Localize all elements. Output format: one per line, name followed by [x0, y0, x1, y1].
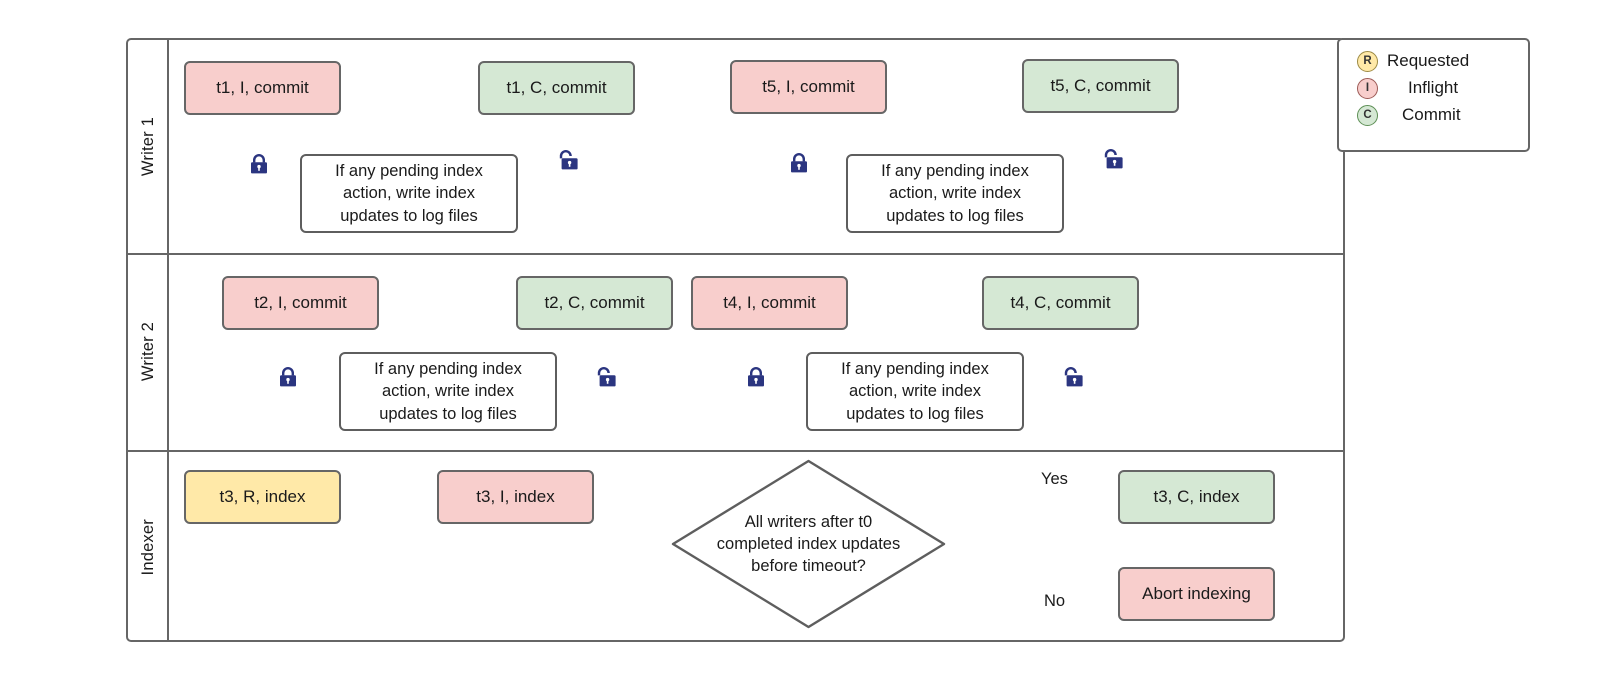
legend-item-requested: R Requested	[1357, 48, 1528, 74]
decision-text: All writers after t0 completed index upd…	[671, 459, 946, 629]
process-line-1: If any pending index	[881, 161, 1029, 180]
decision-line-1: All writers after t0	[744, 512, 873, 531]
process-line-2: action, write index	[888, 184, 1022, 203]
process-line-1: If any pending index	[335, 161, 483, 180]
decision-line-3: before timeout?	[751, 557, 866, 576]
process-line-1: If any pending index	[374, 359, 522, 378]
node-ix-t3-requested[interactable]: t3, R, index	[184, 470, 341, 524]
node-w2-t2-inflight[interactable]: t2, I, commit	[222, 276, 379, 330]
node-w1-process-2[interactable]: If any pending index action, write index…	[846, 154, 1064, 233]
legend-item-inflight: I Inflight	[1357, 75, 1528, 101]
node-w1-t5-commit[interactable]: t5, C, commit	[1022, 59, 1179, 113]
lock-closed-icon	[788, 152, 810, 174]
lock-closed-icon	[745, 366, 767, 388]
lane-label-writer-2: Writer 2	[139, 321, 157, 382]
lane-label-writer-1: Writer 1	[139, 116, 157, 177]
node-w2-t4-inflight[interactable]: t4, I, commit	[691, 276, 848, 330]
sidebar-item-writer-2[interactable]: Writer 2	[128, 253, 169, 450]
lock-open-icon	[556, 149, 578, 171]
process-line-2: action, write index	[342, 184, 476, 203]
lane-divider-2	[128, 450, 1343, 452]
lock-open-icon	[594, 366, 616, 388]
process-line-3: updates to log files	[886, 206, 1024, 225]
sidebar-item-indexer[interactable]: Indexer	[128, 450, 169, 644]
node-ix-t3-commit[interactable]: t3, C, index	[1118, 470, 1275, 524]
commit-badge-icon: C	[1357, 104, 1378, 126]
process-line-2: action, write index	[848, 382, 982, 401]
process-line-3: updates to log files	[379, 404, 517, 423]
legend-label-commit: Commit	[1402, 105, 1461, 124]
process-line-3: updates to log files	[340, 206, 478, 225]
lock-open-icon	[1061, 366, 1083, 388]
decision-line-2: completed index updates	[716, 534, 901, 553]
node-w2-t4-commit[interactable]: t4, C, commit	[982, 276, 1139, 330]
node-ix-decision[interactable]: All writers after t0 completed index upd…	[671, 459, 946, 629]
node-w1-t5-inflight[interactable]: t5, I, commit	[730, 60, 887, 114]
legend-panel: R Requested I Inflight C Commit	[1337, 38, 1530, 152]
legend-item-commit: C Commit	[1357, 102, 1528, 128]
node-w2-t2-commit[interactable]: t2, C, commit	[516, 276, 673, 330]
lane-label-column	[128, 40, 169, 640]
sidebar-item-writer-1[interactable]: Writer 1	[128, 40, 169, 253]
inflight-badge-icon: I	[1357, 77, 1378, 99]
legend-label-requested: Requested	[1387, 51, 1470, 70]
lock-open-icon	[1101, 148, 1123, 170]
node-ix-abort[interactable]: Abort indexing	[1118, 567, 1275, 621]
process-line-1: If any pending index	[841, 359, 989, 378]
lock-closed-icon	[248, 153, 270, 175]
lock-closed-icon	[277, 366, 299, 388]
process-line-3: updates to log files	[846, 404, 984, 423]
edge-label-no: No	[1044, 592, 1066, 610]
edge-label-yes: Yes	[1041, 470, 1068, 488]
node-w1-process-1[interactable]: If any pending index action, write index…	[300, 154, 518, 233]
lane-divider-1	[128, 253, 1343, 255]
node-w2-process-1[interactable]: If any pending index action, write index…	[339, 352, 557, 431]
node-ix-t3-inflight[interactable]: t3, I, index	[437, 470, 594, 524]
requested-badge-icon: R	[1357, 50, 1378, 72]
lane-label-indexer: Indexer	[139, 518, 157, 576]
node-w2-process-2[interactable]: If any pending index action, write index…	[806, 352, 1024, 431]
legend-label-inflight: Inflight	[1408, 78, 1459, 97]
node-w1-t1-inflight[interactable]: t1, I, commit	[184, 61, 341, 115]
node-w1-t1-commit[interactable]: t1, C, commit	[478, 61, 635, 115]
process-line-2: action, write index	[381, 382, 515, 401]
